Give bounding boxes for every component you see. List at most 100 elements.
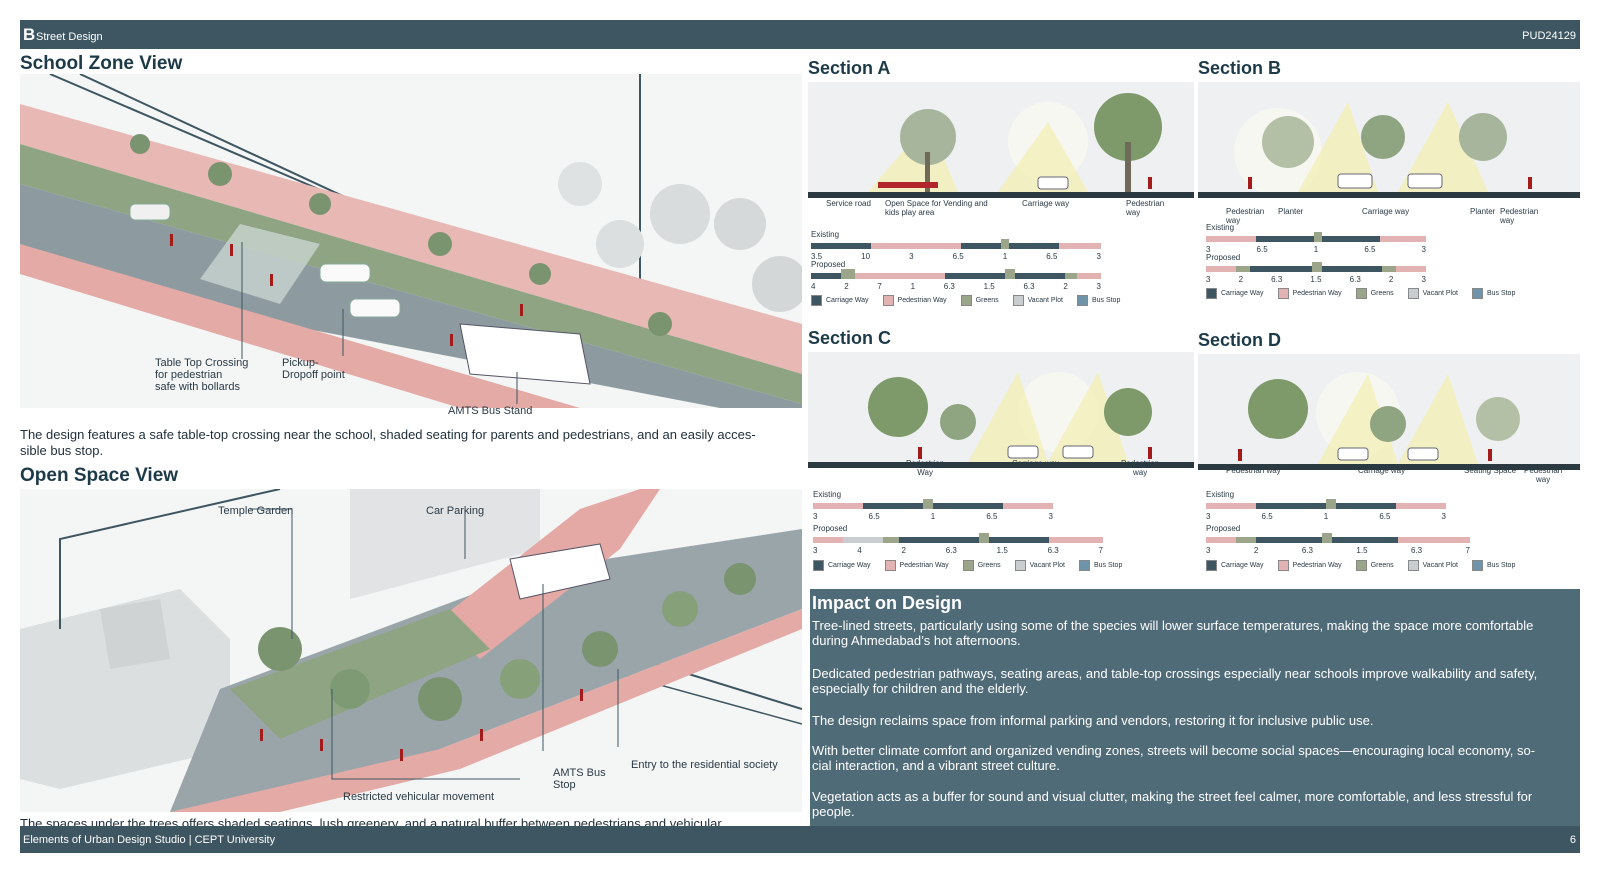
value: 3 [1206, 546, 1211, 555]
impact-line: Tree-lined streets, particularly using s… [812, 618, 1534, 633]
value: 4 [857, 546, 862, 555]
impact-paragraph: Dedicated pedestrian pathways, seating a… [812, 666, 1578, 696]
legend-text: Carriage Way [1221, 562, 1264, 569]
value: 1 [1323, 512, 1329, 521]
existing-label: Existing [811, 230, 840, 239]
legend-item: Vacant Plot [1012, 295, 1063, 306]
crossing-label-line: for pedestrian [155, 369, 223, 381]
label-line: Open Space for Vending and [885, 199, 988, 208]
label-line: Seating Space [1464, 466, 1517, 475]
value: 6.5 [1261, 512, 1273, 521]
legend-swatch [1355, 560, 1367, 571]
value: 1 [910, 282, 916, 291]
section-d: Section D Pedestrian way Carriage way Se… [1198, 330, 1580, 588]
label-line: Pedestrian [1121, 459, 1160, 468]
pickup-label-line: Dropoff point [282, 369, 345, 381]
restricted-label: Restricted vehicular movement [343, 791, 495, 803]
section-b-legend: Carriage Way Pedestrian Way Greens Vacan… [1206, 288, 1515, 299]
legend-swatch [1471, 288, 1483, 299]
legend-swatch [1206, 288, 1217, 299]
section-d-legend: Carriage Way Pedestrian Way Greens Vacan… [1206, 560, 1515, 571]
label-line: Pedestrian [906, 459, 945, 468]
value: 2 [1238, 275, 1244, 284]
pickup-label-line: Pickup- [282, 357, 319, 369]
value: 6.3 [1271, 275, 1283, 284]
value: 3 [1096, 252, 1101, 261]
proposed-label: Proposed [1206, 524, 1241, 533]
value: 2 [1388, 275, 1394, 284]
value: 1 [1002, 252, 1008, 261]
section-d-label: Carriage way [1358, 466, 1405, 475]
header-bar: B Street Design PUD24129 [20, 20, 1580, 49]
legend-swatch [1012, 295, 1024, 306]
proposed-label: Proposed [811, 260, 846, 269]
label-line: way [1226, 216, 1241, 225]
legend-swatch [1076, 295, 1088, 306]
legend-item: Carriage Way [811, 295, 869, 306]
value: 6.3 [945, 546, 957, 555]
legend-item: Greens [962, 560, 1001, 571]
impact-paragraph: Tree-lined streets, particularly using s… [812, 618, 1578, 648]
value: 3 [1421, 245, 1426, 254]
car-parking-label: Car Parking [426, 505, 485, 517]
section-letter: B [23, 25, 36, 44]
value: 6.5 [868, 512, 880, 521]
value: 3 [1206, 275, 1211, 284]
label-line: way [1536, 475, 1551, 484]
value: 1 [1313, 245, 1319, 254]
value: 3 [813, 546, 818, 555]
label-line: Carriage way [1022, 199, 1070, 208]
legend-swatch [1277, 560, 1289, 571]
label-line: Pedestrian [1524, 466, 1563, 475]
value: 10 [861, 252, 871, 261]
label-line: Carriage way [1358, 466, 1406, 475]
crossing-label-line: safe with bollards [155, 381, 240, 393]
legend-text: Bus Stop [1093, 562, 1123, 569]
section-d-label: Pedestrian way [1226, 466, 1281, 475]
legend-text: Carriage Way [828, 562, 871, 569]
page-number: 6 [1569, 834, 1576, 846]
project-code: PUD24129 [1522, 30, 1576, 42]
value: 6.3 [943, 282, 955, 291]
value: 3 [1206, 512, 1211, 521]
pickup-label: Pickup- Dropoff point [282, 357, 345, 381]
label-line: Carriage way [1012, 459, 1060, 468]
legend-item: Bus Stop [1471, 560, 1515, 571]
label-line: Planter [1278, 207, 1304, 216]
impact-line: cial interaction, and a vibrant street c… [812, 758, 1060, 773]
value: 6.5 [952, 252, 964, 261]
school-zone-title: School Zone View [20, 53, 183, 74]
value: 1.5 [1356, 546, 1368, 555]
legend-item: Greens [1355, 560, 1394, 571]
impact-line: Dedicated pedestrian pathways, seating a… [812, 666, 1538, 681]
legend-text: Bus Stop [1091, 297, 1121, 304]
footer-bar: Elements of Urban Design Studio | CEPT U… [20, 826, 1580, 853]
value: 2 [844, 282, 849, 291]
crossing-label-line: Table Top Crossing [155, 357, 249, 369]
section-a-label: Carriage way [1022, 199, 1069, 208]
impact-line: especially for children and the elderly. [812, 681, 1029, 696]
legend-swatch [1277, 288, 1289, 299]
existing-label: Existing [1206, 223, 1235, 232]
section-c-title: Section C [808, 328, 892, 348]
crossing-label: Table Top Crossing for pedestrian safe w… [155, 357, 248, 393]
legend-text: Vacant Plot [1027, 297, 1063, 304]
legend-text: Greens [1370, 562, 1394, 569]
label-line: Pedestrian way [1226, 466, 1281, 475]
proposed-label: Proposed [813, 524, 848, 533]
value: 2 [901, 546, 906, 555]
value: 3 [1421, 275, 1426, 284]
open-space-illustration [20, 489, 802, 812]
impact-line: With better climate comfort and organize… [812, 743, 1536, 758]
bus-stand-label: AMTS Bus Stand [448, 405, 533, 417]
legend-swatch [962, 560, 974, 571]
